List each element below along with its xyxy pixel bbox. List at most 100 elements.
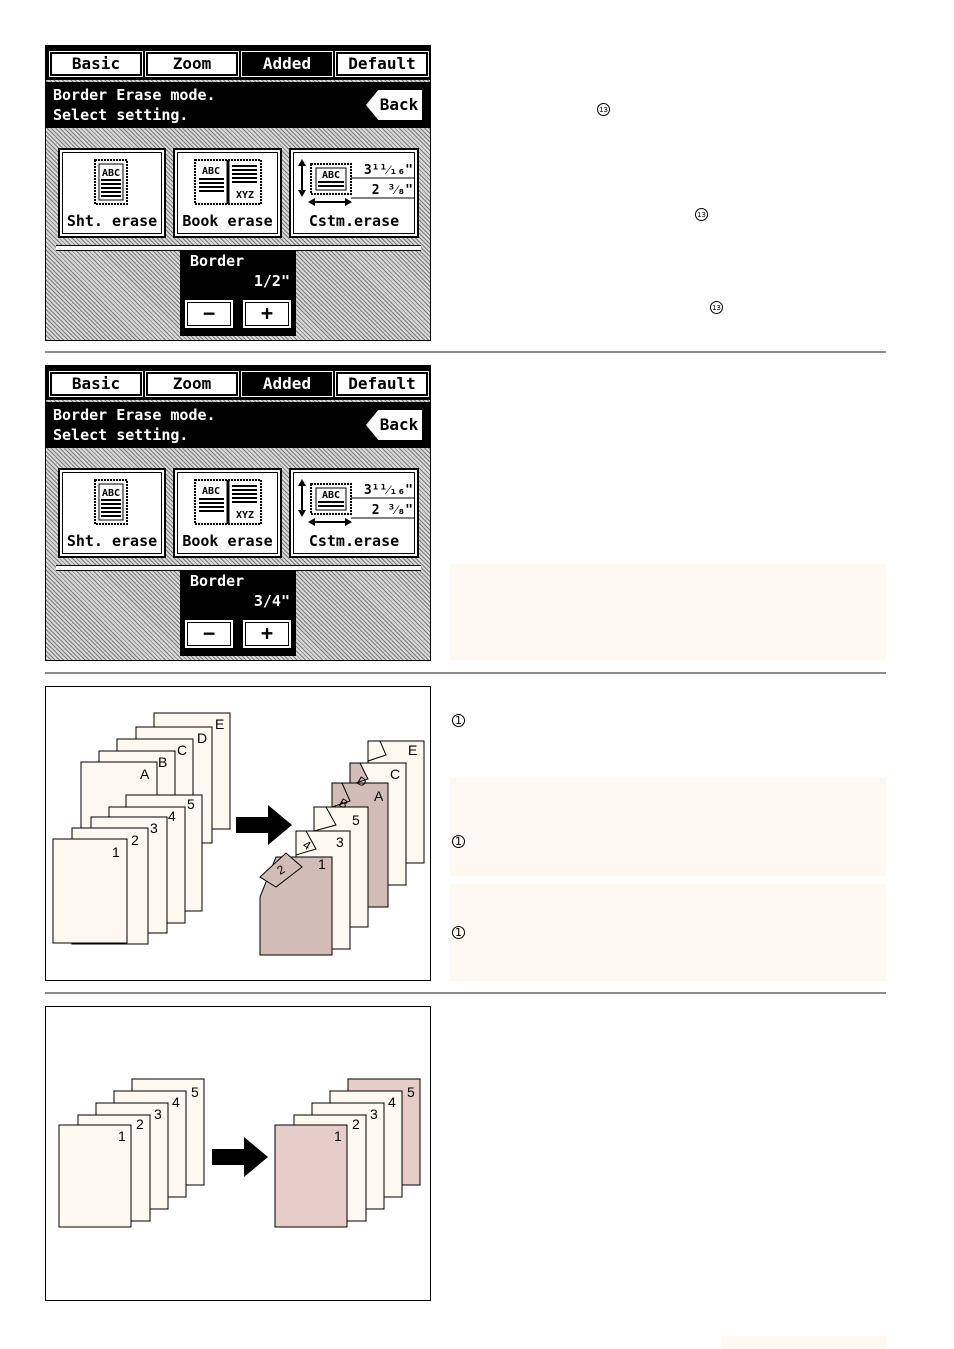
figure-simplex-to-duplex: 5 4 3 2 1 5 4 3 2 1 [45,1006,431,1301]
tab-basic[interactable]: Basic [49,51,143,77]
note-box [450,884,886,981]
sheet-erase-button[interactable]: ABC Sht. erase [58,148,166,238]
label-1: 1 [112,844,120,860]
label-a: A [140,766,150,782]
book-erase-icon-text-right: XYZ [236,510,254,521]
step-marker-1: 1 [452,835,465,848]
tab-default[interactable]: Default [335,371,429,397]
section-divider [45,992,886,994]
book-erase-label: Book erase [182,212,273,230]
back-button[interactable]: Back [366,410,422,440]
note-box [450,778,886,876]
arrow-right-icon [212,1137,268,1177]
book-erase-icon: ABC XYZ [194,159,262,205]
sheet-1-right [274,1124,348,1228]
label-b: B [158,754,167,770]
step-marker-13: 13 [695,208,708,221]
border-label: Border [190,572,245,590]
book-erase-button[interactable]: ABC XYZ Book erase [173,468,282,558]
sheet-erase-button[interactable]: ABC Sht. erase [58,468,166,558]
page-footer-tab [722,1336,886,1349]
section-divider [45,672,886,674]
minus-button[interactable]: − [183,618,235,650]
label-c-right: C [390,766,400,782]
back-button-label: Back [379,95,419,114]
sheet-erase-icon: ABC [94,479,128,525]
label-e-right: E [408,742,417,758]
label-d: D [197,730,207,746]
step-marker-13: 13 [710,301,723,314]
message-line-1: Border Erase mode. [53,406,216,424]
label-2: 2 [131,832,139,848]
label-e: E [215,716,224,732]
label-a-right: A [374,788,384,804]
label-c: C [177,742,187,758]
sheet-erase-icon-text: ABC [102,488,120,499]
arrow-right-icon [236,805,292,845]
sheet-erase-label: Sht. erase [66,532,158,550]
plus-button[interactable]: + [241,618,293,650]
message-line-2: Select setting. [53,106,189,124]
label-5-right: 5 [352,812,360,828]
tab-basic[interactable]: Basic [49,371,143,397]
book-erase-icon-text-left: ABC [202,486,220,497]
custom-erase-label: Cstm.erase [308,212,400,230]
label-5: 5 [187,796,195,812]
custom-erase-dim-2: 2 ³⁄₈" [372,183,413,198]
tab-default[interactable]: Default [335,51,429,77]
label-1-right: 1 [334,1128,342,1144]
custom-erase-button[interactable]: ABC 3¹¹⁄₁₆" 2 ³⁄₈" Cstm.erase [289,148,419,238]
note-box [450,564,886,660]
label-4: 4 [168,808,176,824]
label-5-right: 5 [407,1084,415,1100]
custom-erase-icon: ABC 3¹¹⁄₁₆" 2 ³⁄₈" [298,159,415,206]
custom-erase-dim-2: 2 ³⁄₈" [372,503,413,518]
tab-added[interactable]: Added [241,371,333,397]
sheet-1 [58,1124,132,1228]
plus-button[interactable]: + [241,298,293,330]
back-button-label: Back [379,415,419,434]
label-2: 2 [136,1116,144,1132]
label-3: 3 [154,1106,162,1122]
custom-erase-icon-text: ABC [322,490,340,501]
step-marker-13: 13 [597,103,610,116]
back-button[interactable]: Back [366,90,422,120]
label-5: 5 [191,1084,199,1100]
sheet-erase-icon-text: ABC [102,168,120,179]
tab-zoom[interactable]: Zoom [145,51,239,77]
custom-erase-button[interactable]: ABC 3¹¹⁄₁₆" 2 ³⁄₈" Cstm.erase [289,468,419,558]
section-divider [45,351,886,353]
sheet-1 [52,838,128,944]
border-display: Border 1/2" [180,250,296,294]
custom-erase-icon-text: ABC [322,170,340,181]
label-1: 1 [118,1128,126,1144]
label-4-right: 4 [388,1094,396,1110]
figure-duplex-to-simplex: E D C B A 5 4 3 2 1 E [45,686,431,981]
tab-zoom[interactable]: Zoom [145,371,239,397]
step-marker-1: 1 [452,926,465,939]
figure-1-illustration: E D C B A 5 4 3 2 1 E [52,712,425,956]
step-marker-1: 1 [452,714,465,727]
touch-panel-screen-1: Basic Zoom Added Default Border Erase mo… [45,45,431,341]
sheet-erase-label: Sht. erase [66,212,158,230]
label-3: 3 [150,820,158,836]
border-value: 1/2" [253,272,290,290]
custom-erase-dim-1: 3¹¹⁄₁₆" [364,163,413,178]
minus-button[interactable]: − [183,298,235,330]
touch-panel-screen-2: Basic Zoom Added Default Border Erase mo… [45,365,431,661]
label-2-right: 2 [352,1116,360,1132]
book-erase-icon-text-right: XYZ [236,190,254,201]
book-erase-label: Book erase [182,532,273,550]
custom-erase-label: Cstm.erase [308,532,400,550]
label-4: 4 [172,1094,180,1110]
label-3-right: 3 [370,1106,378,1122]
book-erase-button[interactable]: ABC XYZ Book erase [173,148,282,238]
border-value: 3/4" [253,592,290,610]
message-line-2: Select setting. [53,426,189,444]
border-display: Border 3/4" [180,570,296,614]
book-erase-icon-text-left: ABC [202,166,220,177]
border-label: Border [190,252,245,270]
message-line-1: Border Erase mode. [53,86,216,104]
tab-added[interactable]: Added [241,51,333,77]
custom-erase-dim-1: 3¹¹⁄₁₆" [364,483,413,498]
